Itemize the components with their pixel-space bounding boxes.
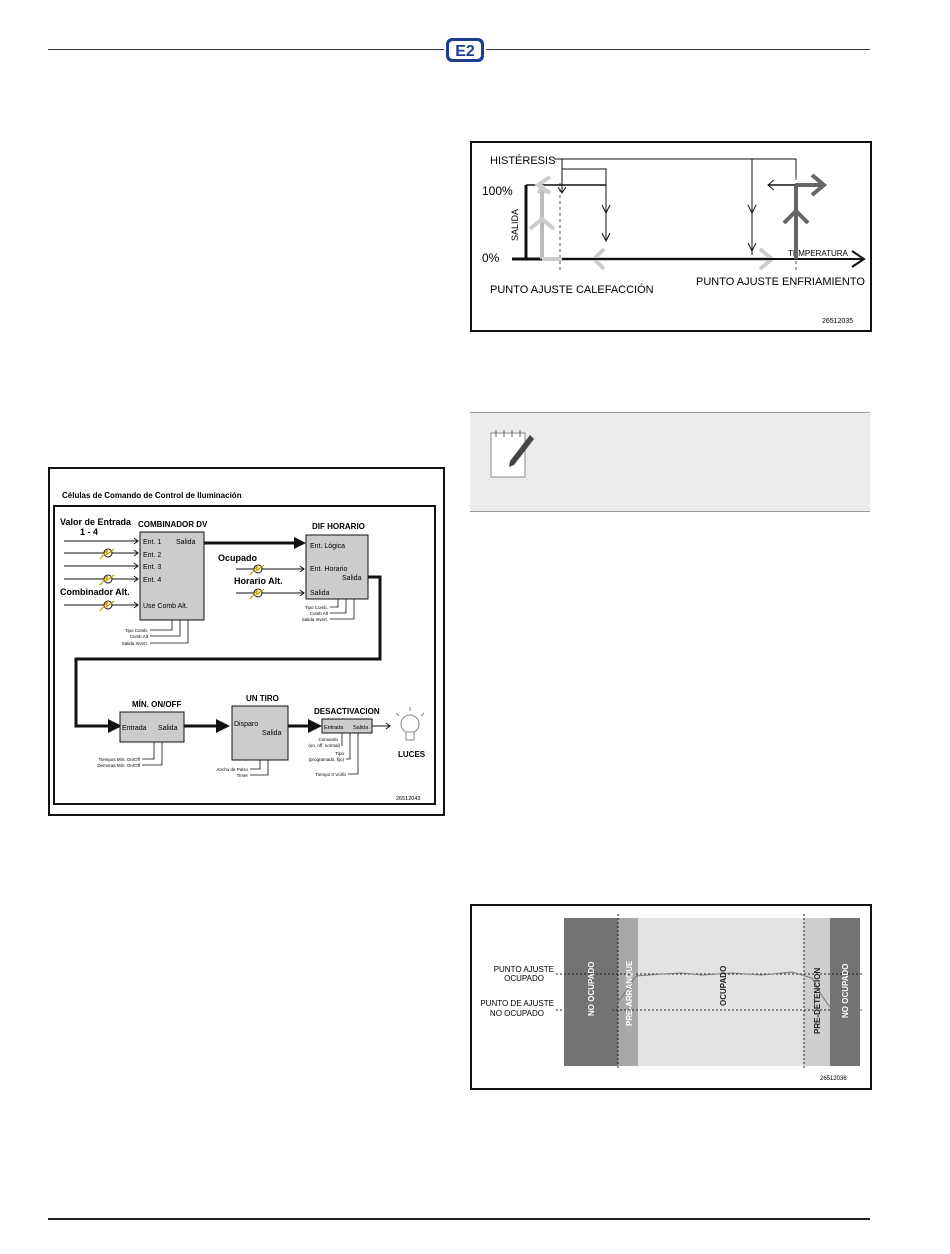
one-in: Disparo	[234, 721, 258, 728]
combiner-alt-label: Combinador Alt.	[60, 587, 130, 597]
combiner-title: COMBINADOR DV	[138, 520, 208, 529]
deact-in: Entrada	[324, 725, 344, 731]
band-unocc-1: NO OCUPADO	[587, 961, 596, 1016]
one-title: UN TIRO	[246, 694, 279, 703]
combiner-in4: Ent. 4	[143, 577, 161, 584]
x-axis-label: TEMPERATURA	[788, 249, 849, 258]
min-in: Entrada	[122, 725, 147, 732]
input-value-label-1: Valor de Entrada	[60, 517, 132, 527]
deact-title: DESACTIVACION	[314, 707, 380, 716]
note-box	[470, 412, 870, 512]
hysteresis-figure: HISTÉRESIS 100% 0% SALIDA TEMPERATURA PU…	[470, 141, 872, 332]
combiner-p1: Tipo Comb.	[125, 628, 148, 633]
lighting-figure: Células de Comando de Control de Ilumina…	[48, 467, 445, 816]
hysteresis-figure-id: 26512035	[822, 318, 853, 325]
combiner-p3: Salida Invert.	[122, 641, 148, 646]
hysteresis-diagram: HISTÉRESIS 100% 0% SALIDA TEMPERATURA PU…	[482, 154, 866, 325]
logo-text: E2	[455, 43, 475, 60]
deact-p2b: (programado, fijo)	[308, 757, 344, 762]
y-bottom-label: 0%	[482, 251, 500, 265]
min-out: Salida	[158, 725, 178, 732]
deact-p1: Comando	[318, 737, 338, 742]
dif-logic: Ent. Lógica	[310, 543, 345, 550]
band-prestop: PRE-DETENCION	[813, 968, 822, 1034]
occupancy-diagram: PUNTO AJUSTE OCUPADO PUNTO DE AJUSTE NO …	[480, 914, 862, 1082]
lighting-figure-id: 26512043	[396, 796, 420, 802]
min-title: MÍN. ON/OFF	[132, 700, 181, 709]
dif-p3: Salida Invert.	[302, 617, 328, 622]
dif-p2: Comb Alt	[310, 611, 329, 616]
one-p1: Ancho de Pulso	[216, 767, 248, 772]
occupancy-figure-id: 26512036	[820, 1076, 847, 1082]
hysteresis-label: HISTÉRESIS	[490, 154, 555, 167]
band-occ: OCUPADO	[719, 966, 728, 1006]
lights-label: LUCES	[398, 750, 426, 759]
band-unocc-2: NO OCUPADO	[841, 963, 850, 1018]
dif-schedule: Ent. Horario	[310, 566, 347, 573]
combiner-out: Salida	[176, 539, 196, 546]
header-rule-right	[486, 49, 870, 50]
deact-p1b: (on, off, normal)	[308, 743, 340, 748]
deact-p3: Tiempo 0 Vcillo	[315, 772, 346, 777]
dif-out: Salida	[310, 590, 330, 597]
one-p2: Timer	[237, 773, 249, 778]
light-bulb-icon	[395, 707, 425, 741]
occupied-label: Ocupado	[218, 553, 258, 563]
y-axis-label: SALIDA	[510, 209, 520, 241]
occupancy-figure: PUNTO AJUSTE OCUPADO PUNTO DE AJUSTE NO …	[470, 904, 872, 1090]
combiner-in2: Ent. 2	[143, 552, 161, 559]
setpoint-unocc-l1: PUNTO DE AJUSTE	[480, 999, 554, 1008]
deact-p2: Tipo	[335, 751, 344, 756]
dif-title: DIF HORARIO	[312, 522, 365, 531]
deact-out: Salida	[353, 725, 369, 731]
combiner-use-alt: Use Comb Alt.	[143, 603, 188, 610]
heat-setpoint-label: PUNTO AJUSTE CALEFACCIÓN	[490, 283, 654, 296]
footer-rule	[48, 1218, 870, 1220]
combiner-in1: Ent. 1	[143, 539, 161, 546]
setpoint-occ-l1: PUNTO AJUSTE	[494, 965, 554, 974]
min-p2: Demoras Mín. On/Off	[97, 763, 140, 768]
notepad-pencil-icon	[490, 430, 534, 478]
min-p1: Tiempos Mín. On/Off	[98, 757, 140, 762]
lighting-diagram: Células de Comando de Control de Ilumina…	[53, 491, 436, 805]
dif-p1: Tipo Comb.	[305, 605, 328, 610]
combiner-in3: Ent. 3	[143, 564, 161, 571]
y-top-label: 100%	[482, 184, 513, 198]
dif-out-right: Salida	[342, 575, 362, 582]
setpoint-occ-l2: OCUPADO	[504, 974, 544, 983]
one-out: Salida	[262, 730, 282, 737]
header-rule-left	[48, 49, 444, 50]
lighting-title: Células de Comando de Control de Ilumina…	[62, 491, 242, 500]
e2-logo: E2	[446, 38, 484, 62]
cool-setpoint-label: PUNTO AJUSTE ENFRIAMIENTO	[696, 276, 865, 288]
setpoint-unocc-l2: NO OCUPADO	[490, 1009, 544, 1018]
schedule-alt-label: Horario Alt.	[234, 576, 283, 586]
input-value-label-2: 1 - 4	[80, 527, 98, 537]
combiner-p2: Comb Alt	[130, 634, 149, 639]
band-prestart: PRE-ARRANQUE	[625, 960, 634, 1026]
